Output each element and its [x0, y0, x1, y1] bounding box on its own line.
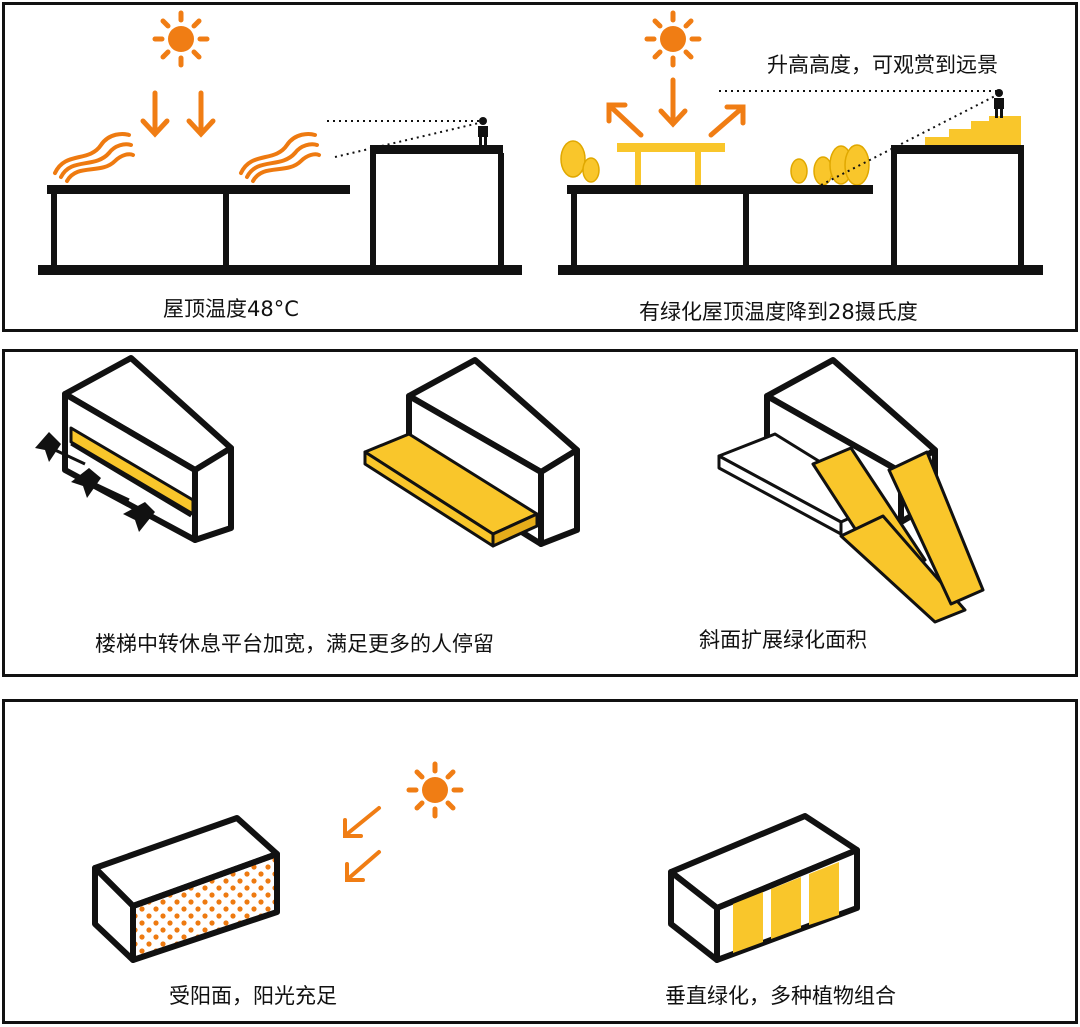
- roof-diagram: [38, 5, 1043, 275]
- caption-sunny-side: 受阳面，阳光充足: [169, 984, 337, 1008]
- low-building: [558, 185, 1043, 275]
- stair-diagram: [35, 355, 985, 624]
- person-icon: [994, 89, 1004, 118]
- green-roof-pergola: [617, 143, 725, 187]
- low-building: [38, 185, 522, 275]
- person-icon: [478, 117, 488, 146]
- sun-ray-arrows: [140, 90, 216, 138]
- caption-slope-greening: 斜面扩展绿化面积: [699, 628, 867, 652]
- caption-green-roof: 有绿化屋顶温度降到28摄氏度: [639, 300, 918, 324]
- panel-stair-platform: 楼梯中转休息平台加宽，满足更多的人停留 斜面扩展绿化面积: [2, 349, 1078, 677]
- vertical-green-strips: [733, 862, 839, 953]
- caption-widen-platform: 楼梯中转休息平台加宽，满足更多的人停留: [95, 632, 494, 656]
- caption-vertical-greening: 垂直绿化，多种植物组合: [665, 984, 896, 1008]
- stair-block: [363, 357, 580, 548]
- facade-diagram: [92, 761, 860, 963]
- heat-wave-icon: [53, 132, 321, 183]
- tall-building: [891, 145, 1024, 265]
- sun-ray-arrows: [343, 806, 381, 882]
- sightline: [334, 122, 480, 158]
- panel-facade: 受阳面，阳光充足 垂直绿化，多种植物组合: [2, 699, 1078, 1024]
- tall-building: [370, 145, 504, 265]
- sunny-facade-block: [92, 815, 280, 963]
- stair-block: [62, 355, 234, 543]
- view-annotation: 升高高度，可观赏到远景: [767, 53, 998, 77]
- panel-roof-temperature: 升高高度，可观赏到远景 屋顶温度48°C 有绿化屋顶温度降到28摄氏度: [2, 2, 1078, 332]
- green-roof-plants: [560, 140, 870, 186]
- widen-arrow-icon: [35, 432, 155, 532]
- caption-hot-roof: 屋顶温度48°C: [163, 297, 299, 321]
- stair-block: [717, 357, 985, 624]
- raised-terrace: [925, 116, 1021, 145]
- sun-icon: [155, 13, 207, 65]
- sun-icon: [647, 13, 699, 65]
- sun-icon: [406, 761, 464, 819]
- sun-ray-arrows: [606, 77, 746, 138]
